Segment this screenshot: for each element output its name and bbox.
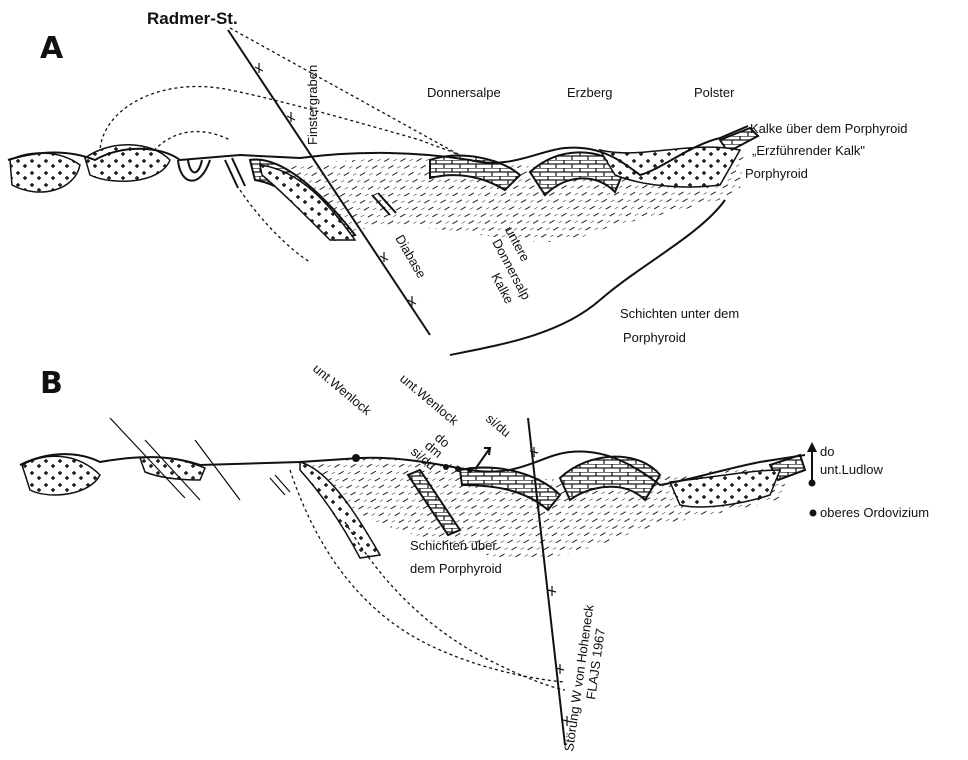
syncline-a1 [178, 160, 210, 181]
legend-ordovizium-dot [810, 510, 817, 517]
legend-unt-ludlow: unt.Ludlow [820, 462, 883, 477]
legend-do: do [820, 444, 834, 459]
label-finstergraben: Finstergraben [305, 65, 320, 145]
label-erzberg: Erzberg [567, 85, 613, 100]
panel-b-letter: B [40, 366, 63, 401]
legend-arrow-dot [809, 480, 816, 487]
label-schichten-unter-2: Porphyroid [623, 330, 686, 345]
label-diabase: Diabase [392, 232, 429, 281]
legend-arrow-head [807, 442, 817, 452]
cleavage-lines-b [110, 418, 290, 500]
panel-b: B [20, 361, 929, 753]
label-schichten-ueber-2: dem Porphyroid [410, 561, 502, 576]
label-kalke-ueber: Kalke über dem Porphyroid [750, 121, 908, 136]
panel-a: A Radmer-St. [8, 9, 908, 355]
label-erzfuehrender-kalk: „Erzführender Kalk" [752, 143, 865, 158]
porphyroid-a1 [10, 153, 80, 192]
label-schichten-ueber-1: Schichten über [410, 538, 497, 553]
syncline-a2 [188, 160, 202, 172]
panel-a-letter: A [40, 31, 64, 66]
label-polster: Polster [694, 85, 735, 100]
label-unt-wenlock-2: unt.Wenlock [397, 371, 462, 429]
porphyroid-b1 [22, 456, 100, 495]
label-schichten-unter-1: Schichten unter dem [620, 306, 739, 321]
label-donnersalpe: Donnersalpe [427, 85, 501, 100]
label-si-du-2: si/du [483, 411, 514, 440]
label-porphyroid-a: Porphyroid [745, 166, 808, 181]
movement-arrow-b [476, 448, 490, 468]
legend-b: do unt.Ludlow oberes Ordovizium [807, 442, 929, 520]
legend-oberes-ordovizium: oberes Ordovizium [820, 505, 929, 520]
label-unt-wenlock-1: unt.Wenlock [310, 361, 375, 419]
radmer-section-title: Radmer-St. [147, 9, 238, 28]
dike-a1 [225, 158, 245, 188]
fault-line-b [528, 418, 565, 745]
